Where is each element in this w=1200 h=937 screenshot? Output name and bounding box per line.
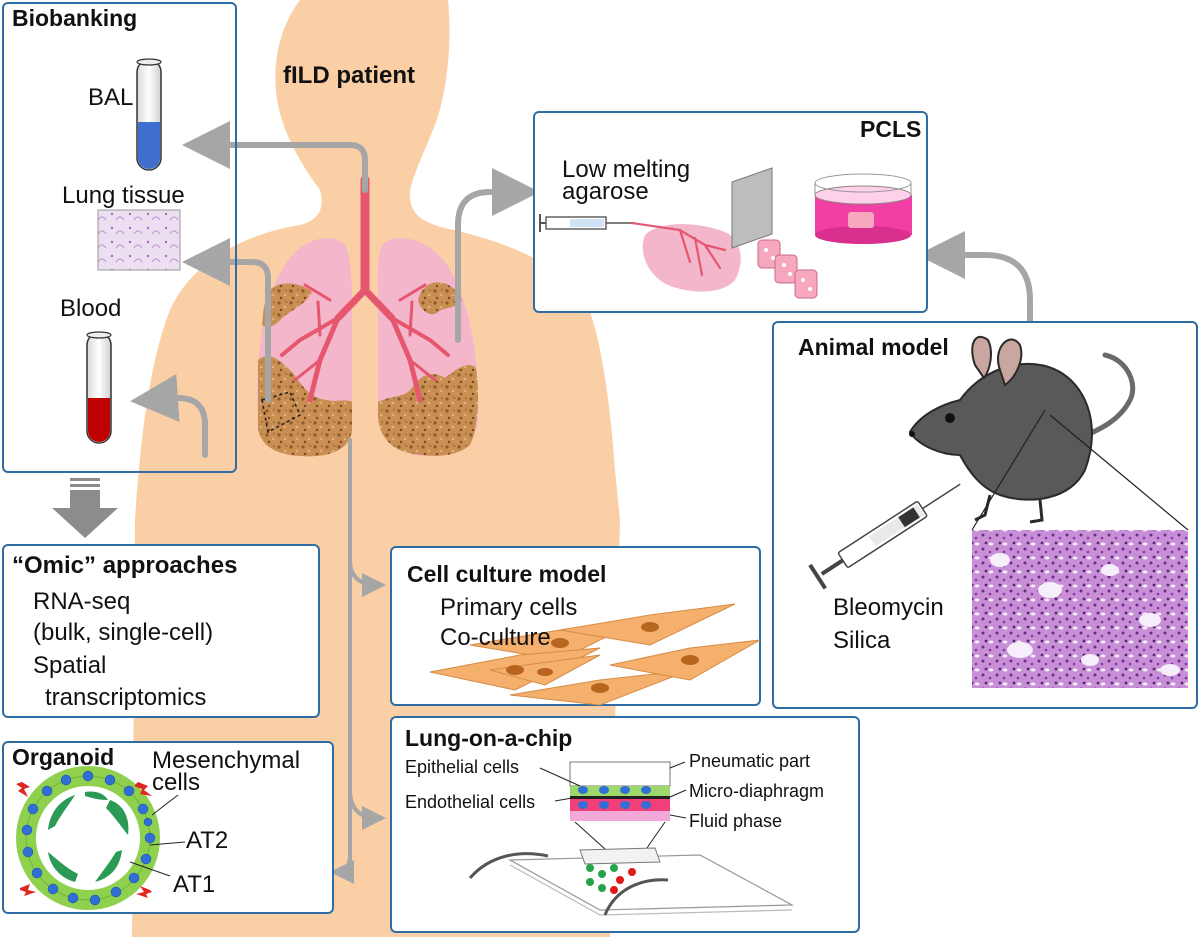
bal-label: BAL: [88, 84, 134, 111]
blood-tube-icon: [86, 331, 112, 444]
microtome-blade: [731, 167, 773, 249]
pcls-box: [533, 111, 928, 313]
at1-cells: [48, 791, 129, 882]
arrow-mouse-to-pcls: [917, 231, 1033, 348]
animal-model-title: Animal model: [798, 334, 949, 360]
lungs: [257, 237, 479, 457]
organoid-nuclei: [21, 770, 156, 906]
chip-cross-section: [569, 761, 671, 821]
fibroblast-nuclei: [506, 622, 699, 693]
mesenchymal-label-line1: Mesenchymal: [152, 747, 301, 774]
cell-culture-title: Cell culture model: [407, 561, 607, 587]
bal-tube-icon: [136, 58, 162, 171]
biobanking-title: Biobanking: [12, 5, 138, 31]
fibrosis-left-upper: [262, 283, 312, 328]
connector-arrows: [130, 121, 1033, 458]
omics-box: [2, 544, 320, 718]
organoid-title: Organoid: [12, 744, 115, 770]
arrow-to-lung-tissue: [182, 238, 271, 403]
arrow-to-chip: [348, 788, 386, 830]
organoid-label-lines: [129, 794, 186, 877]
mesenchymal-cells: [16, 782, 152, 898]
mesenchymal-label-line2: cells: [152, 769, 201, 796]
arrow-to-bal: [182, 121, 368, 193]
cell-culture-line1: Primary cells: [440, 594, 578, 621]
silica-label: Silica: [833, 627, 891, 654]
arrow-biobanking-to-omics: [52, 478, 118, 538]
chip-title: Lung-on-a-chip: [405, 725, 573, 751]
epithelial-label: Epithelial cells: [405, 757, 520, 777]
pcls-title: PCLS: [860, 116, 922, 142]
pneumatic-label: Pneumatic part: [689, 751, 811, 771]
omics-title: “Omic” approaches: [12, 552, 238, 579]
fibrosis-right-upper: [418, 282, 462, 315]
lung-tissue-label: Lung tissue: [62, 182, 185, 209]
mouse-histology-image: [972, 530, 1188, 688]
at2-label: AT2: [186, 827, 229, 854]
arrow-to-pcls: [455, 168, 540, 343]
biopsy-region: [261, 391, 302, 434]
omics-line4: transcriptomics: [45, 684, 207, 711]
culture-dish: [814, 173, 912, 244]
agarose-label-line1: Low melting: [562, 156, 691, 183]
arrow-to-organoid: [330, 853, 355, 884]
omics-line3: Spatial: [33, 652, 107, 679]
diaphragm-label: Micro-diaphragm: [689, 781, 825, 801]
omics-line1: RNA-seq: [33, 588, 131, 615]
endothelial-label: Endothelial cells: [405, 792, 536, 812]
patient-label: fILD patient: [283, 62, 415, 89]
model-branch-arrows: [330, 438, 386, 884]
fibrosis-right-lower: [378, 365, 478, 456]
pcls-lung-lobe: [630, 221, 741, 292]
chip-device: [468, 847, 795, 916]
tissue-slices: [757, 239, 818, 299]
biobanking-box: [2, 2, 237, 473]
syringe-small-icon: [539, 214, 632, 232]
bleomycin-label: Bleomycin: [833, 594, 944, 621]
lung-tissue-image: [97, 209, 181, 271]
omics-line2: (bulk, single-cell): [33, 619, 214, 646]
blood-label: Blood: [60, 295, 122, 322]
arrow-to-blood: [130, 374, 208, 458]
fibrosis-left-lower: [258, 356, 352, 457]
arrow-to-cell-culture: [348, 558, 386, 597]
histology-lines: [971, 409, 1189, 531]
airway-tree: [280, 175, 450, 403]
fluid-label: Fluid phase: [689, 811, 783, 831]
cell-culture-line2: Co-culture: [440, 624, 551, 651]
syringe-large-icon: [808, 483, 961, 590]
at1-label: AT1: [173, 871, 216, 898]
agarose-label-line2: agarose: [562, 178, 649, 205]
mouse-icon: [908, 335, 1136, 524]
